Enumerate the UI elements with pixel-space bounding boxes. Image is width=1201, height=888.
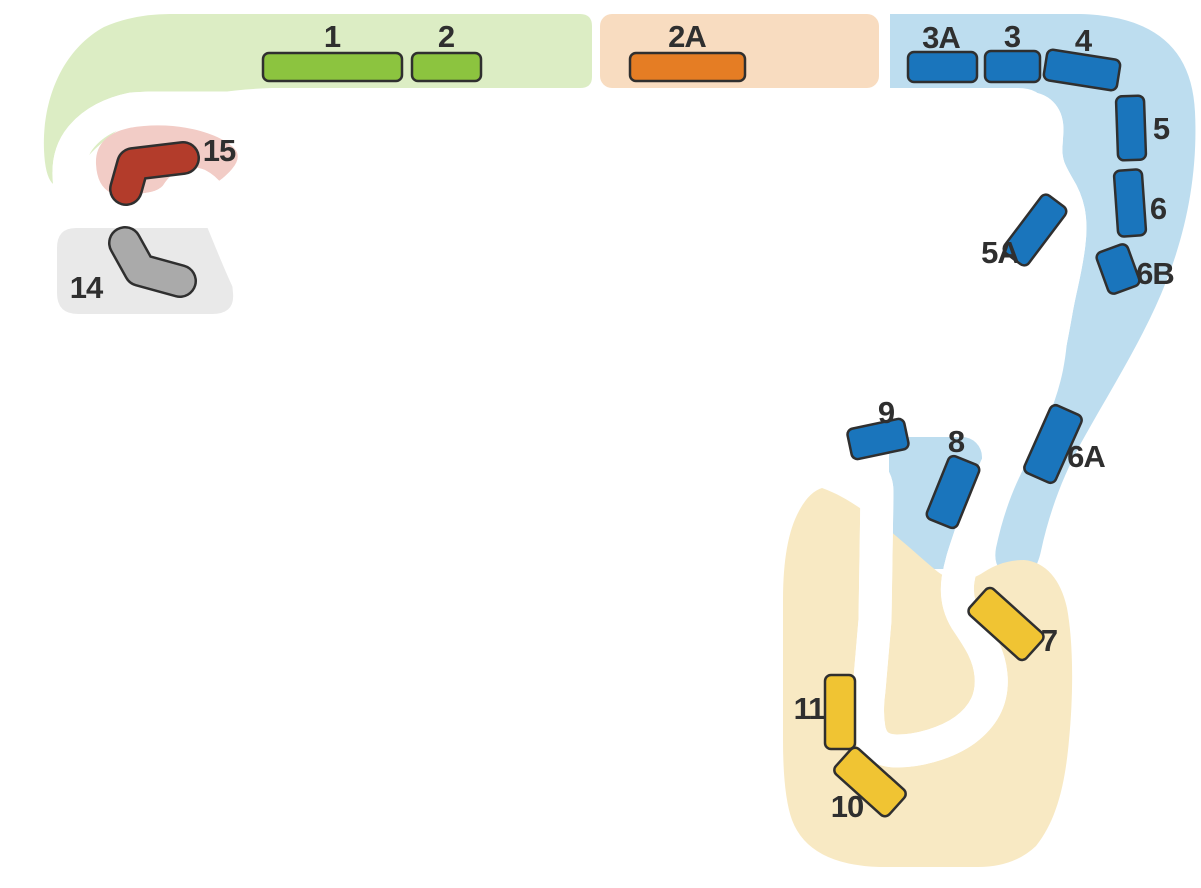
direction-arrow-right-icon: [773, 91, 798, 125]
grandstand-7-label: 7: [1041, 623, 1057, 658]
direction-arrow-left-icon: [347, 289, 371, 323]
grandstand-5-label: 5: [1153, 111, 1170, 146]
grandstand-15[interactable]: [111, 143, 198, 204]
grandstand-11-label: 11: [794, 691, 826, 726]
grandstand-14[interactable]: [110, 228, 195, 296]
grandstand-15-label: 15: [203, 133, 236, 168]
grandstand-4-label: 4: [1075, 23, 1093, 58]
grandstand-2a-label: 2A: [668, 19, 706, 54]
grandstand-6[interactable]: [1112, 168, 1148, 238]
direction-arrow-down-icon: [1005, 387, 1047, 414]
grandstand-9[interactable]: [846, 417, 910, 461]
grandstand-6b-label: 6B: [1136, 256, 1174, 291]
grandstand-2a[interactable]: [628, 51, 747, 83]
grandstand-11[interactable]: [823, 673, 857, 751]
grandstand-7[interactable]: [966, 586, 1046, 663]
grandstand-1-label: 1: [324, 19, 341, 54]
start-finish-checker: [287, 99, 417, 119]
grandstand-3[interactable]: [983, 49, 1042, 84]
grandstand-5[interactable]: [1114, 94, 1148, 162]
direction-arrow-up-icon: [860, 589, 892, 613]
grandstand-6a-label: 6A: [1067, 439, 1105, 474]
grandstand-8[interactable]: [925, 454, 981, 530]
grandstand-3a-label: 3A: [922, 20, 960, 55]
grandstand-5a-label: 5A: [981, 235, 1019, 270]
grandstand-10-label: 10: [831, 789, 863, 824]
grandstand-2-label: 2: [438, 19, 454, 54]
grandstand-14-label: 14: [70, 270, 104, 305]
grandstand-1[interactable]: [261, 51, 404, 83]
grandstand-6-label: 6: [1150, 191, 1167, 226]
grandstand-6a[interactable]: [1022, 403, 1083, 485]
grandstand-3-label: 3: [1004, 19, 1021, 54]
grandstand-6b[interactable]: [1095, 243, 1141, 296]
grandstand-5a[interactable]: [1001, 192, 1068, 268]
grandstand-10[interactable]: [832, 745, 908, 818]
grandstand-2[interactable]: [410, 51, 483, 83]
grandstand-8-label: 8: [948, 424, 965, 459]
grandstand-4[interactable]: [1042, 48, 1122, 92]
grandstand-3a[interactable]: [906, 50, 979, 84]
grandstand-9-label: 9: [878, 395, 895, 430]
